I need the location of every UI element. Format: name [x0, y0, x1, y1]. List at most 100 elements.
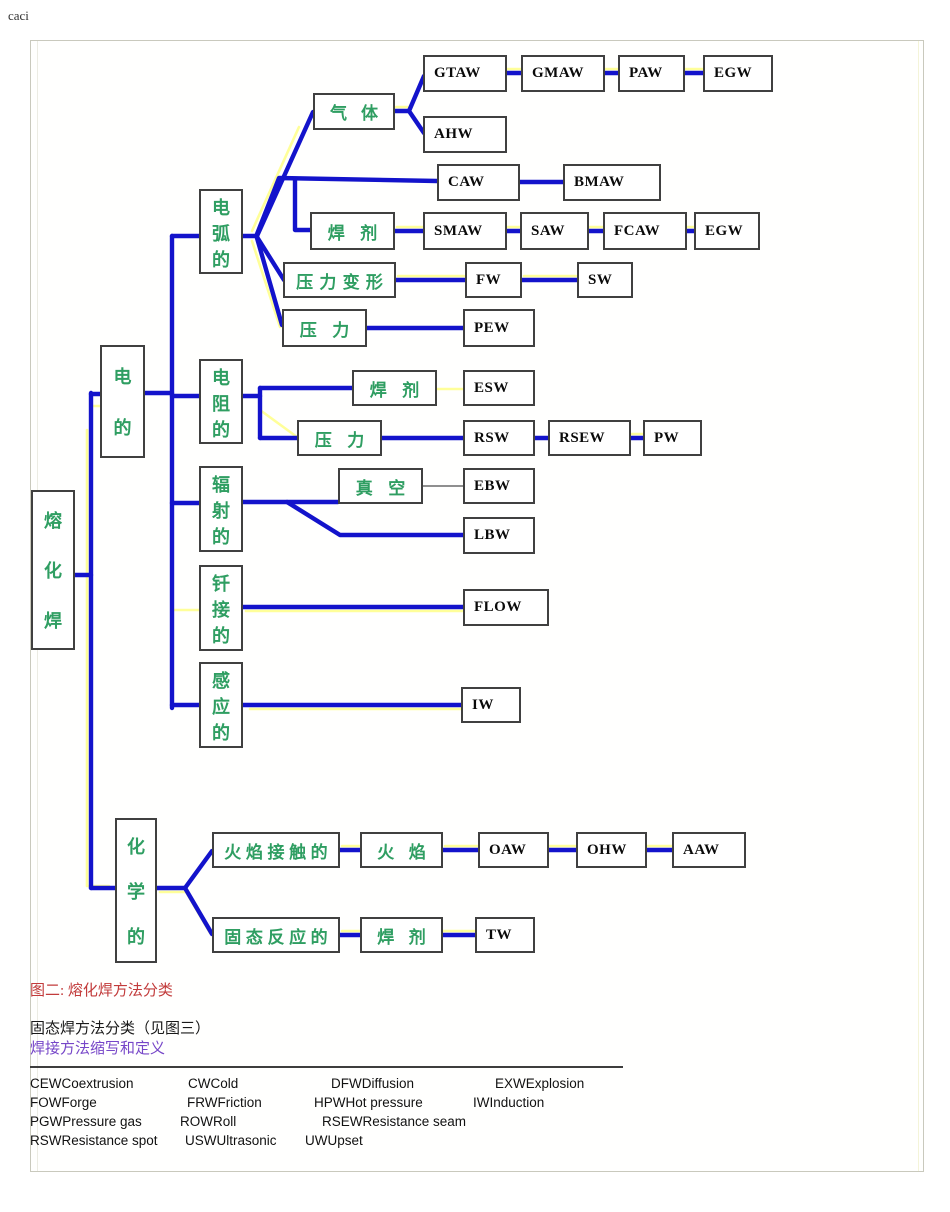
- node-pressure-arc-label: 力: [332, 320, 350, 340]
- node-pressure-resistance-label: 力: [347, 430, 365, 450]
- node-induction-label: 应: [212, 697, 230, 717]
- node-vacuum: 真空: [338, 468, 423, 504]
- node-brazing: 钎接的: [199, 565, 243, 651]
- abbr-item: ROWRoll: [180, 1114, 237, 1129]
- node-rsew: RSEW: [548, 420, 631, 456]
- node-resistance-label: 电: [212, 368, 230, 388]
- node-flame: 火焰: [360, 832, 443, 868]
- node-oaw: OAW: [478, 832, 549, 868]
- node-ahw-label: AHW: [434, 126, 473, 142]
- frame-inner-right-line: [918, 41, 919, 1171]
- node-flame-label: 焰: [408, 842, 426, 862]
- node-arc: 电弧的: [199, 189, 243, 274]
- node-fcaw-label: FCAW: [614, 222, 661, 239]
- figure-caption: 图二: 熔化焊方法分类: [30, 983, 173, 999]
- horizontal-rule: [30, 1066, 623, 1068]
- node-rsw-label: RSW: [474, 429, 510, 446]
- node-induction: 感应的: [199, 662, 243, 748]
- node-fusion-welding-root-label: 熔: [44, 511, 62, 531]
- node-iw-label: IW: [472, 696, 494, 713]
- node-pressure-deform: 压力变形: [283, 262, 396, 298]
- node-arc-label: 电: [212, 198, 230, 218]
- node-brazing-label: 接: [212, 600, 230, 620]
- node-tw: TW: [475, 917, 535, 953]
- node-pressure-arc: 压力: [282, 309, 367, 347]
- node-flame-contact-label: 触: [289, 842, 307, 862]
- node-fusion-welding-root-label: 化: [44, 561, 62, 581]
- abbr-item: CWCold: [188, 1076, 239, 1091]
- node-esw: ESW: [463, 370, 535, 406]
- node-radiation-label: 的: [212, 527, 230, 547]
- node-brazing-label: 钎: [212, 574, 230, 594]
- node-electric-label: 的: [113, 418, 132, 439]
- node-flow: FLOW: [463, 589, 549, 626]
- node-rsew-label: RSEW: [559, 429, 606, 446]
- node-gmaw: GMAW: [521, 55, 605, 92]
- node-arc-label: 弧: [212, 224, 230, 244]
- node-paw-label: PAW: [629, 65, 663, 81]
- node-bmaw-label: BMAW: [574, 174, 625, 190]
- node-flux-arc-label: 焊: [327, 223, 345, 243]
- abbr-item: IWInduction: [473, 1095, 545, 1110]
- node-pressure-deform-label: 压: [296, 272, 314, 292]
- node-ohw: OHW: [576, 832, 647, 868]
- node-fw-label: FW: [476, 271, 502, 288]
- node-sw-label: SW: [588, 271, 613, 288]
- node-flame-label: 火: [377, 842, 395, 862]
- abbr-item: EXWExplosion: [495, 1076, 585, 1091]
- node-radiation-label: 射: [212, 501, 230, 521]
- node-chemical-label: 化: [127, 836, 145, 857]
- node-lbw: LBW: [463, 517, 535, 554]
- node-flux-chemical-label: 焊: [377, 927, 395, 947]
- node-gas: 气体: [313, 93, 395, 130]
- node-pw-label: PW: [654, 429, 680, 446]
- node-vacuum-label: 真: [355, 478, 373, 498]
- abbreviation-definitions-link[interactable]: 焊接方法缩写和定义: [30, 1041, 166, 1057]
- abbr-item: HPWHot pressure: [314, 1095, 423, 1110]
- node-pew: PEW: [463, 309, 535, 347]
- abbr-item: FOWForge: [30, 1095, 97, 1110]
- node-rsw: RSW: [463, 420, 535, 456]
- node-pressure-deform-label: 形: [365, 272, 383, 292]
- node-radiation: 辐射的: [199, 466, 243, 552]
- node-aaw-label: AAW: [683, 841, 720, 858]
- node-gas-label: 体: [361, 104, 378, 123]
- node-resistance: 电阻的: [199, 359, 243, 444]
- node-flame-contact-label: 焰: [245, 842, 263, 862]
- node-tw-label: TW: [486, 926, 513, 943]
- node-pressure-resistance-label: 压: [314, 430, 332, 450]
- node-pressure-deform-label: 变: [342, 272, 360, 292]
- node-fw: FW: [465, 262, 522, 298]
- node-smaw: SMAW: [423, 212, 507, 250]
- node-pressure-resistance: 压力: [297, 420, 382, 456]
- abbr-item: FRWFriction: [187, 1095, 262, 1110]
- node-pressure-arc-label: 压: [299, 320, 317, 340]
- node-esw-label: ESW: [474, 379, 509, 396]
- node-resistance-label: 的: [212, 420, 230, 440]
- abbr-item: UWUpset: [305, 1133, 363, 1148]
- node-flux-resistance-label: 剂: [402, 380, 420, 400]
- node-solid-state-reaction-label: 态: [245, 927, 263, 947]
- node-smaw-label: SMAW: [434, 222, 483, 239]
- node-ebw: EBW: [463, 468, 535, 504]
- node-gmaw-label: GMAW: [532, 65, 584, 81]
- node-fcaw: FCAW: [603, 212, 687, 250]
- solid-state-note: 固态焊方法分类（见图三）: [30, 1021, 211, 1037]
- node-saw-label: SAW: [531, 222, 566, 239]
- node-egw-2-label: EGW: [705, 222, 744, 239]
- node-chemical-label: 的: [127, 926, 145, 947]
- abbr-item: RSWResistance spot: [30, 1133, 158, 1148]
- node-solid-state-reaction-label: 的: [310, 927, 328, 947]
- node-fusion-welding-root-label: 焊: [44, 611, 62, 631]
- node-flux-arc: 焊剂: [310, 212, 395, 250]
- node-flux-chemical: 焊剂: [360, 917, 443, 953]
- node-induction-label: 感: [212, 671, 230, 691]
- node-flux-arc-label: 剂: [360, 223, 378, 243]
- node-paw: PAW: [618, 55, 685, 92]
- page-corner-text: caci: [8, 8, 29, 23]
- node-brazing-label: 的: [212, 626, 230, 646]
- node-flame-contact-label: 火: [224, 842, 242, 862]
- node-gas-label: 气: [330, 104, 347, 123]
- node-ebw-label: EBW: [474, 477, 511, 494]
- node-flux-resistance: 焊剂: [352, 370, 437, 406]
